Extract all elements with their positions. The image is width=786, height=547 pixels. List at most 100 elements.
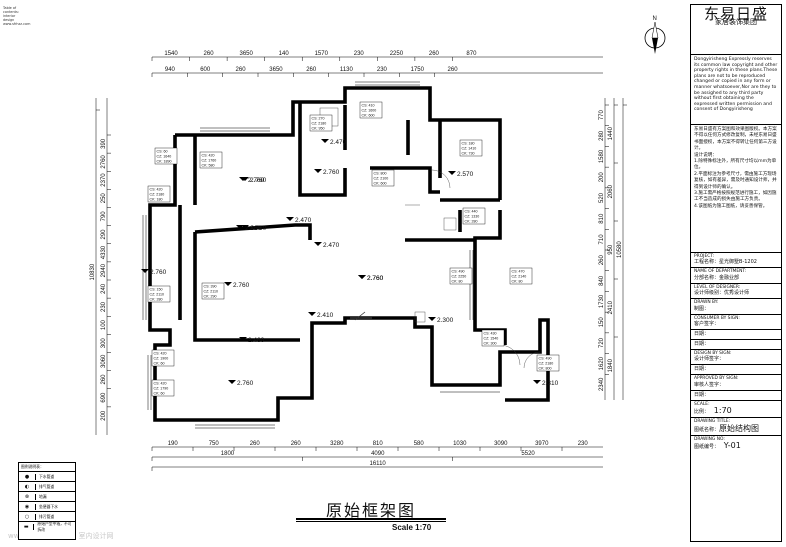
- side-note: Table of contents: interior design www.s…: [3, 6, 31, 26]
- dimension-label: 16110: [370, 461, 387, 467]
- dimension-label: 690: [101, 392, 107, 403]
- window-tag-line: CK: 950: [312, 127, 325, 131]
- dimension-label: 1840: [608, 358, 614, 372]
- title-underline: [296, 518, 446, 520]
- dimension-label: 580: [414, 441, 425, 447]
- dimension-label: 140: [279, 51, 290, 57]
- window-tag-box: [147, 185, 171, 203]
- level-value: 2.760: [150, 269, 167, 276]
- dimension-label: 790: [101, 211, 107, 222]
- window-tag-line: CS: 420: [202, 154, 215, 158]
- window-tag-line: CS: 60: [157, 150, 168, 154]
- window-tag-line: CK: 1890: [157, 160, 172, 164]
- window-tag-line: CS: 430: [484, 332, 497, 336]
- floor-drain-icon: ⊗: [19, 493, 36, 500]
- compass-icon: N: [644, 16, 666, 54]
- toilet-drain-icon: ◉: [19, 503, 36, 510]
- scale-field: SCALE: 比例： 1:70: [691, 401, 781, 419]
- level-value: 2.460: [245, 225, 262, 232]
- dimension-label: 10830: [90, 263, 96, 280]
- dimension-label: 870: [466, 51, 477, 57]
- window-tag-box: [449, 267, 473, 285]
- dimension-label: 240: [101, 283, 107, 294]
- dimension-label: 260: [429, 51, 440, 57]
- window-tag-box: [151, 379, 175, 397]
- dimension-label: 390: [101, 138, 107, 149]
- window-tag-box: [199, 151, 223, 169]
- scale-label: Scale 1:70: [392, 523, 432, 532]
- level-value: 2.470: [295, 217, 312, 224]
- sewage-pipe-icon: ○: [19, 513, 36, 520]
- dimension-label: 3280: [330, 441, 344, 447]
- dimension-label: 260: [448, 67, 459, 73]
- dimension-label: 2370: [101, 173, 107, 187]
- date-field: 日期：: [691, 391, 781, 401]
- window-tag-line: CZ: 2140: [512, 275, 527, 279]
- dimension-label: 10580: [617, 241, 623, 258]
- title-underline-thin: [296, 521, 446, 522]
- level-marker-icon: [141, 269, 149, 273]
- window-tag-line: CZ: 2110: [150, 293, 165, 297]
- dimension-label: 1130: [340, 67, 354, 73]
- drawing-title-field: DRAWING TITLE: 图纸名称：原始结构图: [691, 418, 781, 436]
- dimension-label: 260: [236, 67, 247, 73]
- dimension-label: 1730: [599, 294, 605, 308]
- dimension-label: 520: [599, 192, 605, 203]
- copyright-notice: Dongyirisheng Expressly reserves its com…: [691, 55, 781, 125]
- drawing-number-field: DRAWING NO: 图纸编号： Y-01: [694, 436, 741, 451]
- dimension-label: 840: [599, 275, 605, 286]
- legend-item: ○排污管道: [19, 512, 75, 522]
- level-value: 2.760: [323, 169, 340, 176]
- window-tag-line: CZ: 2180: [150, 193, 165, 197]
- level-value: 2.760: [248, 177, 265, 184]
- drawing-title: 原始框架图: [325, 501, 416, 520]
- dimension-label: 1570: [315, 51, 329, 57]
- window-tag-line: CS: 470: [512, 270, 525, 274]
- door-swings: [319, 107, 541, 369]
- dimension-label: 230: [377, 67, 388, 73]
- dimension-label: 2340: [599, 377, 605, 391]
- design-notes: 东易日盛有方案图和效果图版权。本方案不得以任何方式修改复制，未经东易日盛书面授权…: [691, 125, 781, 253]
- dimension-label: 230: [101, 301, 107, 312]
- dimension-label: 260: [250, 441, 261, 447]
- date-field: 日期：: [691, 340, 781, 351]
- brand-area: 东易日盛 家居装饰集团: [691, 5, 781, 55]
- level-marker-icon: [314, 169, 322, 173]
- level-value: 2.760: [250, 177, 267, 184]
- dimension-label: 300: [101, 338, 107, 349]
- window-tag-box: [459, 139, 483, 157]
- project-field: PROJECT: 工程名称：星光御墅B-1202: [691, 253, 781, 269]
- window-tag-line: CZ: 1540: [484, 337, 499, 341]
- dimension-label: 1750: [411, 67, 425, 73]
- window-tag-line: CS: 180: [462, 142, 475, 146]
- window-tag-line: CK: 300: [484, 342, 497, 346]
- window-tag-line: CZ: 1790: [154, 387, 169, 391]
- dimension-label: 1440: [608, 126, 614, 140]
- dimension-label: 230: [578, 441, 589, 447]
- legend-box: 图例说明表： ●下水管道 ◐排气管道 ⊗地漏 ◉坐便器下水 ○排污管道 ▬原始户…: [18, 462, 76, 540]
- level-marker-icon: [308, 312, 316, 316]
- window-tag-line: CK: 280: [465, 220, 478, 224]
- window-tag-line: CK: 60: [154, 362, 165, 366]
- title-block: 东易日盛 家居装饰集团 Dongyirisheng Expressly rese…: [690, 4, 782, 542]
- dimension-label: 150: [599, 317, 605, 328]
- window-tag-box: [151, 349, 175, 367]
- load-wall-icon: ▬: [19, 523, 35, 530]
- dimension-label: 2940: [101, 263, 107, 277]
- level-value: 2.760: [367, 275, 384, 282]
- window-tag-line: CZ: 1640: [157, 155, 172, 159]
- dimension-label: 200: [599, 172, 605, 183]
- window-tag-line: CK: 800: [539, 367, 552, 371]
- level-value: 2.760: [250, 225, 267, 232]
- brand-logo: 东易日盛: [703, 5, 768, 23]
- window-tag-line: CS: 390: [204, 285, 217, 289]
- window-tag-line: CZ: 2250: [452, 275, 467, 279]
- dimension-label: 280: [599, 130, 605, 141]
- level-value: 2.760: [367, 275, 384, 282]
- level-value: 2.310: [542, 380, 559, 387]
- window-tag-box: [481, 329, 505, 347]
- window-tag-box: [309, 114, 333, 132]
- dimension-label: 1580: [599, 149, 605, 163]
